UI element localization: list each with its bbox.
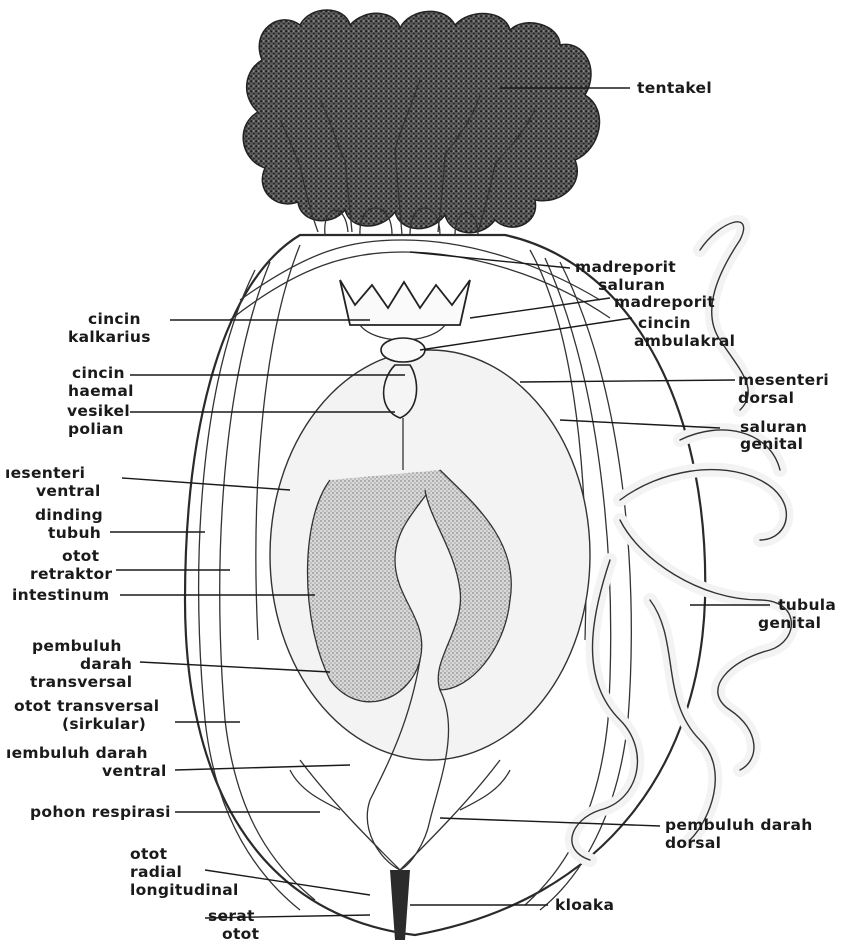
label-vesikel-polian-2: polian: [68, 420, 124, 438]
label-dinding-tubuh-2: tubuh: [48, 524, 101, 542]
tentacle-crown: [243, 10, 599, 235]
cloaca: [390, 870, 410, 940]
label-madreporit: madreporit: [575, 258, 676, 276]
label-tubula-genital-1: tubula: [778, 596, 836, 614]
label-mesenteri-ventral-2: ventral: [36, 482, 101, 500]
label-pembuluh-darah-dorsal-1: pembuluh darah: [665, 816, 813, 834]
label-tubula-genital-2: genital: [758, 614, 821, 632]
label-tentakel: tentakel: [637, 79, 712, 97]
label-otot-radial-3: longitudinal: [130, 881, 239, 899]
label-pembuluh-darah-ventral-1: ıembuluh darah: [6, 744, 148, 762]
calcareous-ring: [340, 280, 470, 362]
label-saluran-genital-2: genital: [740, 435, 803, 453]
label-cincin-ambulakral-1: cincin: [638, 314, 691, 332]
label-vesikel-polian-1: vesikel: [67, 402, 130, 420]
label-pembuluh-darah-transversal-1: pembuluh: [32, 637, 122, 655]
label-otot-transversal-1: otot transversal: [14, 697, 159, 715]
label-pembuluh-darah-ventral-2: ventral: [102, 762, 167, 780]
label-saluran-madreporit-1: saluran: [598, 276, 665, 294]
label-cincin-haemal-1: cincin: [72, 364, 125, 382]
label-mesenteri-dorsal-1: mesenteri: [738, 371, 829, 389]
label-mesenteri-dorsal-2: dorsal: [738, 389, 794, 407]
label-pembuluh-darah-transversal-3: transversal: [30, 673, 132, 691]
label-otot-retraktor-2: retraktor: [30, 565, 112, 583]
intestine-loop: [270, 350, 590, 870]
label-otot-radial-1: otot: [130, 845, 168, 863]
label-cincin-haemal-2: haemal: [68, 382, 134, 400]
label-otot-transversal-2: (sirkular): [62, 715, 146, 733]
label-dinding-tubuh-1: dinding: [35, 506, 103, 524]
label-cincin-ambulakral-2: ambulakral: [634, 332, 735, 350]
label-kloaka: kloaka: [555, 896, 614, 914]
label-saluran-genital-1: saluran: [740, 418, 807, 436]
label-serat-otot-1: serat: [208, 907, 255, 925]
label-pembuluh-darah-transversal-2: darah: [80, 655, 132, 673]
label-otot-retraktor-1: otot: [62, 547, 100, 565]
label-mesenteri-ventral-1: ıesenteri: [5, 464, 85, 482]
label-serat-otot-2: otot: [222, 925, 260, 943]
label-saluran-madreporit-2: madreporit: [614, 293, 715, 311]
label-pembuluh-darah-dorsal-2: dorsal: [665, 834, 721, 852]
label-pohon-respirasi: pohon respirasi: [30, 803, 171, 821]
label-cincin-kalkarius-2: kalkarius: [68, 328, 151, 346]
label-intestinum: intestinum: [12, 586, 109, 604]
respiratory-tree: [290, 760, 510, 870]
label-cincin-kalkarius-1: cincin: [88, 310, 141, 328]
label-otot-radial-2: radial: [130, 863, 182, 881]
